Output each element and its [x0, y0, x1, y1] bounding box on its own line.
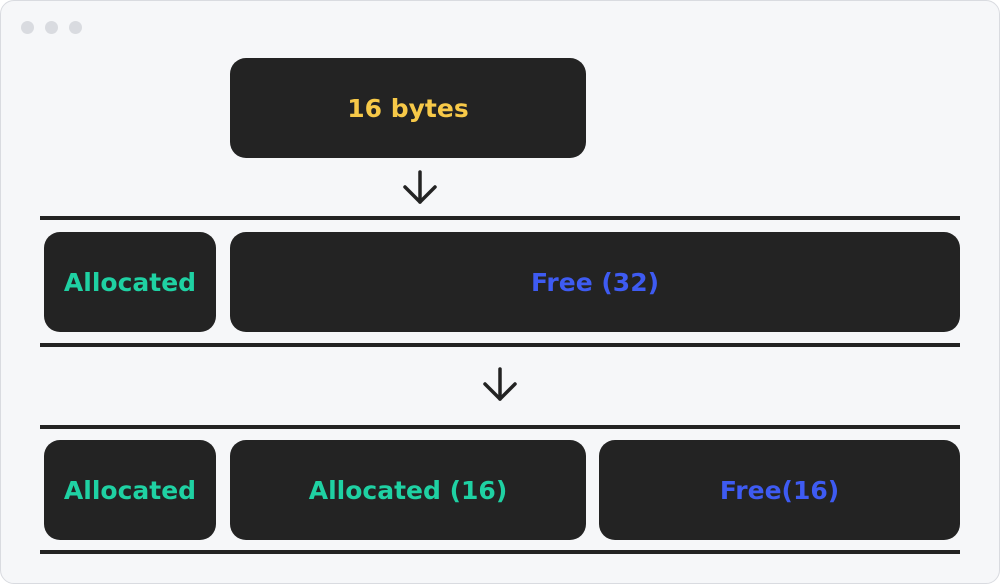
- down-arrow-icon: [403, 170, 437, 204]
- request-label: 16 bytes: [347, 93, 469, 123]
- allocated-block: Allocated: [44, 232, 216, 332]
- block-label: Allocated: [63, 267, 197, 297]
- window-dot: [21, 21, 34, 34]
- allocated-block: Allocated (16): [230, 440, 586, 540]
- window-dot: [69, 21, 82, 34]
- block-label: Free(16): [719, 475, 840, 505]
- heap-boundary-line: [40, 550, 960, 554]
- block-label: Allocated (16): [308, 475, 508, 505]
- allocated-block: Allocated: [44, 440, 216, 540]
- heap-boundary-line: [40, 425, 960, 429]
- request-block: 16 bytes: [230, 58, 586, 158]
- free-block: Free(16): [599, 440, 960, 540]
- block-label: Allocated: [63, 475, 197, 505]
- heap-boundary-line: [40, 343, 960, 347]
- heap-boundary-line: [40, 216, 960, 220]
- down-arrow-icon: [483, 367, 517, 401]
- free-block: Free (32): [230, 232, 960, 332]
- block-label: Free (32): [530, 267, 660, 297]
- window-dot: [45, 21, 58, 34]
